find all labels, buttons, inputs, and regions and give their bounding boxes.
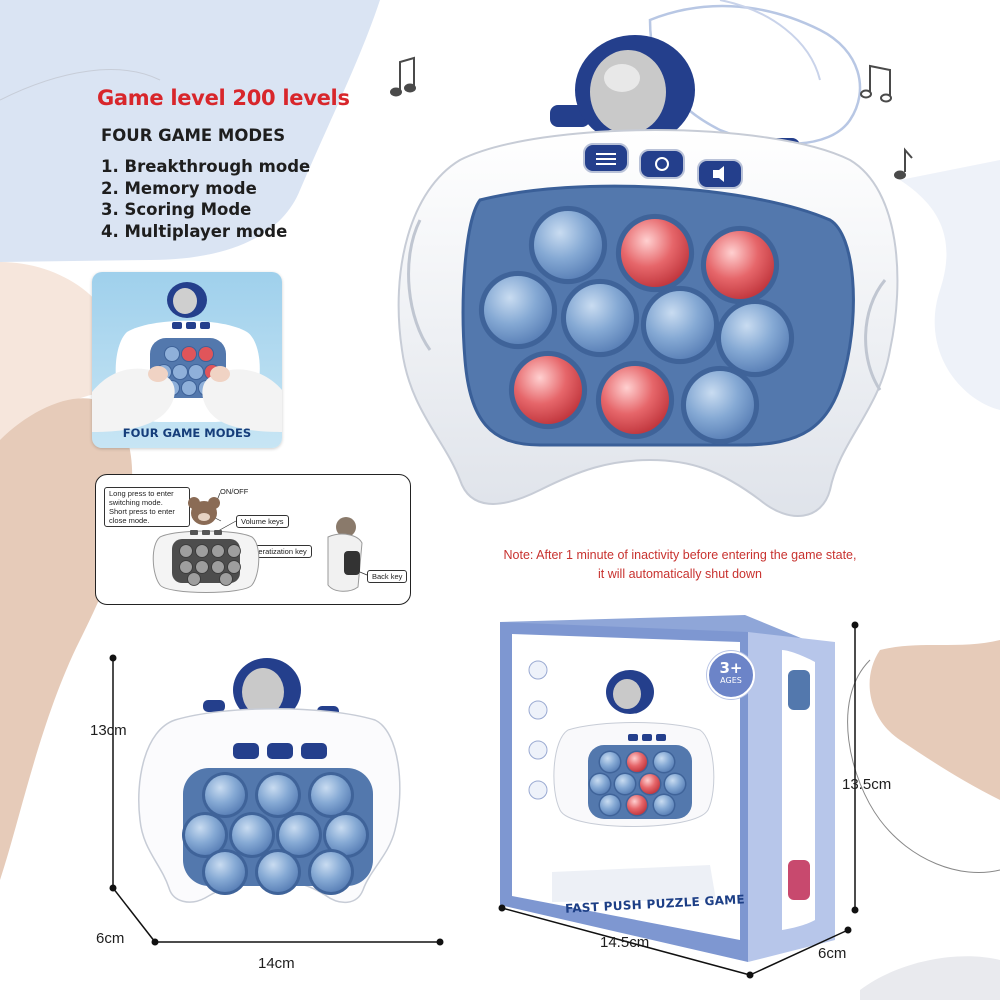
box-width-dimension: 14.5cm bbox=[600, 934, 650, 951]
depth-dimension: 6cm bbox=[96, 930, 125, 947]
pop-bubble bbox=[311, 852, 351, 892]
pop-bubble bbox=[534, 211, 602, 279]
dimensioned-product bbox=[109, 654, 444, 946]
pop-bubble bbox=[665, 774, 685, 794]
pop-bubble bbox=[180, 561, 192, 573]
pop-bubble bbox=[654, 795, 674, 815]
headline: Game level 200 levels bbox=[97, 86, 350, 110]
pop-bubble bbox=[185, 815, 225, 855]
pop-bubble bbox=[205, 775, 245, 815]
pop-bubble bbox=[205, 852, 245, 892]
pop-bubble bbox=[212, 545, 224, 557]
pop-bubble bbox=[180, 545, 192, 557]
pop-bubble bbox=[173, 365, 187, 379]
pop-bubble bbox=[706, 231, 774, 299]
pop-bubble bbox=[258, 775, 298, 815]
hands-photo-card: FOUR GAME MODES bbox=[92, 272, 282, 448]
age-word: AGES bbox=[720, 676, 742, 685]
pop-bubble bbox=[196, 561, 208, 573]
age-number: 3+ bbox=[719, 659, 743, 677]
pop-bubble bbox=[228, 561, 240, 573]
pop-bubble bbox=[212, 561, 224, 573]
mode-item: 1. Breakthrough mode bbox=[101, 157, 311, 176]
mode-item: 3. Scoring Mode bbox=[101, 200, 252, 219]
back-key-callout: Back key bbox=[367, 570, 408, 583]
pop-bubble bbox=[258, 852, 298, 892]
key-diagram: Long press to enter switching mode. Shor… bbox=[95, 474, 411, 605]
pop-bubble bbox=[484, 276, 552, 344]
pop-bubble bbox=[182, 347, 196, 361]
modes-title: FOUR GAME MODES bbox=[101, 126, 286, 145]
mode-item: 2. Memory mode bbox=[101, 178, 257, 198]
pop-bubble bbox=[601, 366, 669, 434]
pop-bubble bbox=[196, 545, 208, 557]
pop-bubble bbox=[188, 573, 200, 585]
pop-bubble bbox=[182, 381, 196, 395]
pop-bubble bbox=[566, 284, 634, 352]
width-dimension: 14cm bbox=[258, 955, 295, 972]
pop-bubble bbox=[220, 573, 232, 585]
package-box bbox=[498, 615, 859, 979]
pop-bubble bbox=[627, 795, 647, 815]
pop-bubble bbox=[311, 775, 351, 815]
height-dimension: 13cm bbox=[90, 722, 127, 739]
pop-bubble bbox=[686, 371, 754, 439]
photo-caption: FOUR GAME MODES bbox=[122, 426, 252, 440]
box-height-dimension: 13.5cm bbox=[842, 776, 892, 793]
pop-bubble bbox=[590, 774, 610, 794]
volume-callout: Volume keys bbox=[236, 515, 289, 528]
pop-bubble bbox=[514, 356, 582, 424]
pop-bubble bbox=[199, 347, 213, 361]
pop-bubble bbox=[654, 752, 674, 772]
pop-bubble bbox=[627, 752, 647, 772]
main-product-image bbox=[397, 35, 899, 517]
on-off-label: ON/OFF bbox=[220, 487, 249, 496]
long-press-callout: Long press to enter switching mode. Shor… bbox=[104, 487, 190, 527]
pop-bubble bbox=[646, 291, 714, 359]
pop-bubble bbox=[600, 752, 620, 772]
pop-bubble bbox=[721, 304, 789, 372]
pop-bubble bbox=[621, 219, 689, 287]
pop-bubble bbox=[228, 545, 240, 557]
mode-item: 4. Multiplayer mode bbox=[101, 221, 288, 241]
pop-bubble bbox=[326, 815, 366, 855]
box-depth-dimension: 6cm bbox=[818, 945, 847, 962]
auto-shutdown-note: Note: After 1 minute of inactivity befor… bbox=[503, 548, 857, 581]
pop-bubble bbox=[279, 815, 319, 855]
pop-bubble bbox=[232, 815, 272, 855]
pop-bubble bbox=[165, 347, 179, 361]
pop-bubble bbox=[189, 365, 203, 379]
modes-list: 1. Breakthrough mode 2. Memory mode 3. S… bbox=[101, 156, 310, 242]
pop-bubble bbox=[600, 795, 620, 815]
hands-photo bbox=[92, 282, 282, 432]
diagram-drawing bbox=[152, 492, 368, 593]
age-badge: 3+ AGES bbox=[707, 651, 755, 699]
pop-bubble bbox=[615, 774, 635, 794]
pop-bubble bbox=[640, 774, 660, 794]
